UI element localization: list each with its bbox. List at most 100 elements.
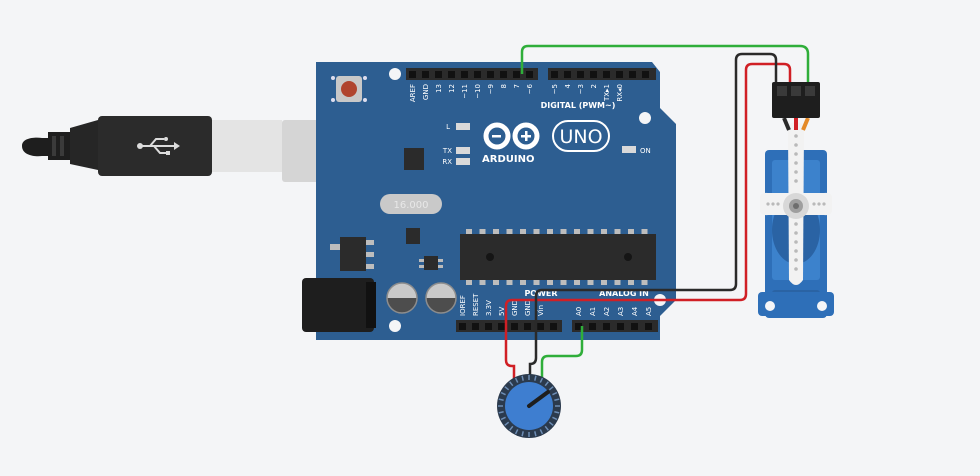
infinity-icon [483, 122, 540, 150]
digital-pin[interactable] [513, 71, 520, 78]
digital-pin[interactable] [461, 71, 468, 78]
pin-label: ~11 [461, 84, 469, 99]
pin-label: RESET [472, 293, 480, 316]
power-jack [302, 278, 376, 332]
wire-signal[interactable] [520, 44, 810, 84]
pin-label: 3.3V [485, 300, 493, 316]
power-pin[interactable] [537, 323, 544, 330]
pin-label: 2 [590, 84, 598, 88]
digital-pin[interactable] [590, 71, 597, 78]
power-header [456, 320, 562, 332]
pin-label: 4 [564, 83, 572, 88]
capacitor [386, 282, 418, 314]
pin-label: ~6 [526, 83, 534, 94]
digital-pin[interactable] [551, 71, 558, 78]
power-pin[interactable] [498, 323, 505, 330]
pin-label: IOREF [459, 295, 467, 316]
pin-label: A1 [589, 307, 597, 316]
pin-label: A4 [631, 306, 639, 316]
pin-label: ~5 [551, 84, 559, 94]
power-pin[interactable] [550, 323, 557, 330]
wires [504, 44, 810, 386]
power-pin[interactable] [524, 323, 531, 330]
digital-header-label: DIGITAL (PWM~) [541, 101, 616, 110]
digital-pin[interactable] [526, 71, 533, 78]
pin-label: GND [422, 84, 430, 100]
power-header-label: POWER [524, 289, 557, 298]
pin-label: A5 [645, 307, 653, 316]
usb-cable [22, 116, 328, 182]
analog-pin[interactable] [589, 323, 596, 330]
servo-motor[interactable] [758, 82, 834, 318]
led-tx-label: TX [442, 147, 452, 155]
power-pin[interactable] [511, 323, 518, 330]
usb-trident-icon [137, 137, 180, 155]
digital-pin[interactable] [642, 71, 649, 78]
pin-label: ~3 [577, 84, 585, 94]
model-label: UNO [559, 126, 602, 148]
arduino-logo: ARDUINO UNO [482, 120, 610, 165]
servo-connector[interactable] [772, 82, 820, 118]
mount-hole [389, 68, 401, 80]
pin-label: 7 [513, 84, 521, 88]
crystal-oscillator: 16.000 [380, 194, 442, 214]
pin-label: 13 [435, 84, 443, 93]
analog-pin[interactable] [603, 323, 610, 330]
pin-label: ~9 [487, 84, 495, 94]
led-l: L [446, 123, 470, 131]
digital-pin[interactable] [487, 71, 494, 78]
analog-pin[interactable] [645, 323, 652, 330]
pin-label: A0 [575, 307, 583, 316]
pin-label: TX▸1 [603, 84, 611, 102]
wire-ground[interactable] [528, 52, 778, 386]
digital-pin[interactable] [422, 71, 429, 78]
pin-label: 8 [500, 84, 508, 88]
pin-label: A3 [617, 307, 625, 316]
pin-label: ~10 [474, 84, 482, 99]
crystal-label: 16.000 [394, 200, 429, 211]
analog-header-label: ANALOG IN [599, 289, 649, 298]
led-tx: TX [442, 147, 470, 155]
digital-pin[interactable] [616, 71, 623, 78]
mount-hole [389, 320, 401, 332]
servo-cable [782, 117, 810, 131]
digital-pin[interactable] [577, 71, 584, 78]
digital-pin[interactable] [603, 71, 610, 78]
analog-pin[interactable] [617, 323, 624, 330]
pin-label: AREF [409, 84, 417, 102]
wire-power[interactable] [504, 62, 792, 386]
digital-pin[interactable] [474, 71, 481, 78]
atmega-chip [460, 229, 656, 285]
analog-pin[interactable] [575, 323, 582, 330]
small-chip [406, 228, 420, 244]
led-l-label: L [446, 123, 450, 131]
mount-hole [639, 112, 651, 124]
digital-pin[interactable] [500, 71, 507, 78]
power-pin[interactable] [485, 323, 492, 330]
reset-button[interactable] [331, 76, 367, 102]
capacitor [425, 282, 457, 314]
pin-label: RX◂0 [616, 84, 624, 102]
small-transistor [419, 256, 443, 270]
arduino-board[interactable]: 16.000 L TX RX ON [302, 62, 676, 340]
led-on-label: ON [640, 147, 651, 155]
digital-pin[interactable] [435, 71, 442, 78]
digital-pin[interactable] [409, 71, 416, 78]
pin-label: GND [511, 300, 519, 316]
potentiometer[interactable] [497, 374, 561, 438]
led-rx: RX [442, 158, 470, 166]
wire-analog[interactable] [540, 326, 584, 386]
led-rx-label: RX [442, 158, 452, 166]
digital-pin[interactable] [564, 71, 571, 78]
voltage-regulator [330, 237, 374, 271]
analog-pin[interactable] [631, 323, 638, 330]
pin-label: 12 [448, 84, 456, 93]
digital-pin[interactable] [448, 71, 455, 78]
power-pin[interactable] [472, 323, 479, 330]
digital-pin[interactable] [629, 71, 636, 78]
servo-horn[interactable] [760, 122, 832, 285]
power-pin[interactable] [459, 323, 466, 330]
led-on: ON [622, 146, 651, 155]
pot-indicator [527, 390, 550, 408]
